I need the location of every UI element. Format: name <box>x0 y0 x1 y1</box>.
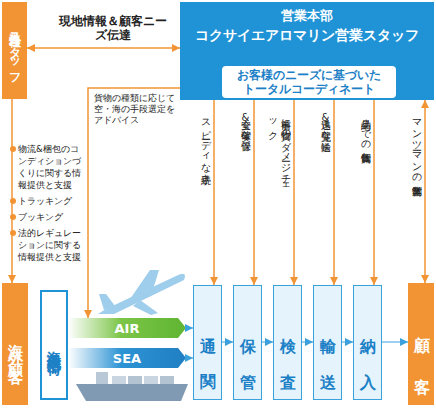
bullet-item: ブッキング <box>18 211 86 223</box>
staff-box: 当社海外スタッフ <box>2 2 27 99</box>
connector <box>11 99 13 283</box>
node-text: AIR <box>115 321 140 336</box>
connector <box>342 342 353 343</box>
bullet-text: トラッキング <box>18 196 72 206</box>
connector <box>222 342 233 343</box>
connector <box>88 88 180 318</box>
process-box: 保管 <box>233 285 262 400</box>
edge-label: スピーディな手続き <box>199 112 212 222</box>
ship-container <box>160 376 174 384</box>
bullet-text: 法的レギュレーションに関する情報提供と支援 <box>18 228 81 262</box>
air-band: AIR <box>68 318 186 338</box>
ship-bridge <box>96 372 108 384</box>
node-text: 顧客 <box>411 324 432 404</box>
connector <box>302 342 313 343</box>
connector <box>262 342 273 343</box>
sales-hq-box: 営業本部コクサイエアロマリン営業スタッフお客様のニーズに基づいたトータルコーディ… <box>180 2 434 100</box>
bullet-dot <box>10 146 16 152</box>
edge-label: 事前に貨物のダメージチェック <box>266 112 292 194</box>
node-text: 保管 <box>237 325 258 397</box>
overseas-customer-box: 海外顧客 <box>2 283 28 405</box>
ship-container <box>112 376 126 384</box>
node-text: SEA <box>113 351 141 366</box>
bullet-item: 物流&梱包のコンディションづくりに関する情報提供と支援 <box>18 143 86 191</box>
process-box: 検査 <box>273 285 302 400</box>
connector <box>213 100 215 285</box>
bullet-dot <box>10 198 16 204</box>
bullet-item: 法的レギュレーションに関する情報提供と支援 <box>18 227 86 263</box>
ship-hull <box>76 384 188 401</box>
connector <box>293 100 295 285</box>
band-arrow <box>68 348 186 368</box>
bullet-text: 物流&梱包のコンディションづくりに関する情報提供と支援 <box>18 144 81 190</box>
node-text: 海外顧客 <box>6 332 25 364</box>
connector <box>424 100 426 283</box>
customer-box: 顧客 <box>408 283 434 405</box>
connector <box>27 47 180 49</box>
edge-label: 納品までの責任体制 <box>359 112 372 222</box>
node-text: 納入 <box>357 325 378 397</box>
edge-label: 迅速&完璧な輸送 <box>319 112 332 222</box>
shipment-box: 海外現地出荷 <box>40 290 68 400</box>
node-text: 通関 <box>197 325 218 397</box>
edge-label: 現地情報＆顧客ニーズ伝達 <box>58 14 168 42</box>
process-box: 納入 <box>353 285 382 400</box>
node-text: 海外現地出荷 <box>45 340 63 352</box>
bullet-item: トラッキング <box>18 195 86 207</box>
sea-band: SEA <box>68 348 186 368</box>
ship-illustration <box>76 372 188 401</box>
bullet-dot <box>10 214 16 220</box>
connector <box>333 100 335 285</box>
bullet-text: ブッキング <box>18 212 63 222</box>
node-text: コクサイエアロマリン営業スタッフ <box>180 26 434 44</box>
process-box: 輸送 <box>313 285 342 400</box>
plane-wing <box>133 300 158 315</box>
connector <box>186 328 193 329</box>
plane-wing <box>128 270 159 302</box>
edge-label: 貨物の種類に応じて空・海の手段選定をアドバイス <box>94 93 178 126</box>
node-text: 当社海外スタッフ <box>7 25 22 77</box>
bullet-dot <box>10 230 16 236</box>
connector <box>253 100 255 285</box>
band-arrow <box>68 318 186 338</box>
node-text: 輸送 <box>317 325 338 397</box>
connector <box>382 342 408 343</box>
plane-tail <box>99 294 115 310</box>
edge-label: マンツーマンの営業体制 <box>397 112 423 184</box>
node-text: 営業本部 <box>180 8 434 24</box>
connector <box>373 100 375 285</box>
ship-container <box>144 376 158 384</box>
connector <box>186 358 193 359</box>
node-text: 検査 <box>277 325 298 397</box>
node-text: お客様のニーズに基づいたトータルコーディネート <box>234 68 384 96</box>
airplane-illustration <box>98 270 185 315</box>
ship-container <box>128 376 142 384</box>
coordinate-box: お客様のニーズに基づいたトータルコーディネート <box>222 66 396 98</box>
edge-label: 安全&確実な保管 <box>239 112 252 222</box>
process-box: 通関 <box>193 285 222 400</box>
